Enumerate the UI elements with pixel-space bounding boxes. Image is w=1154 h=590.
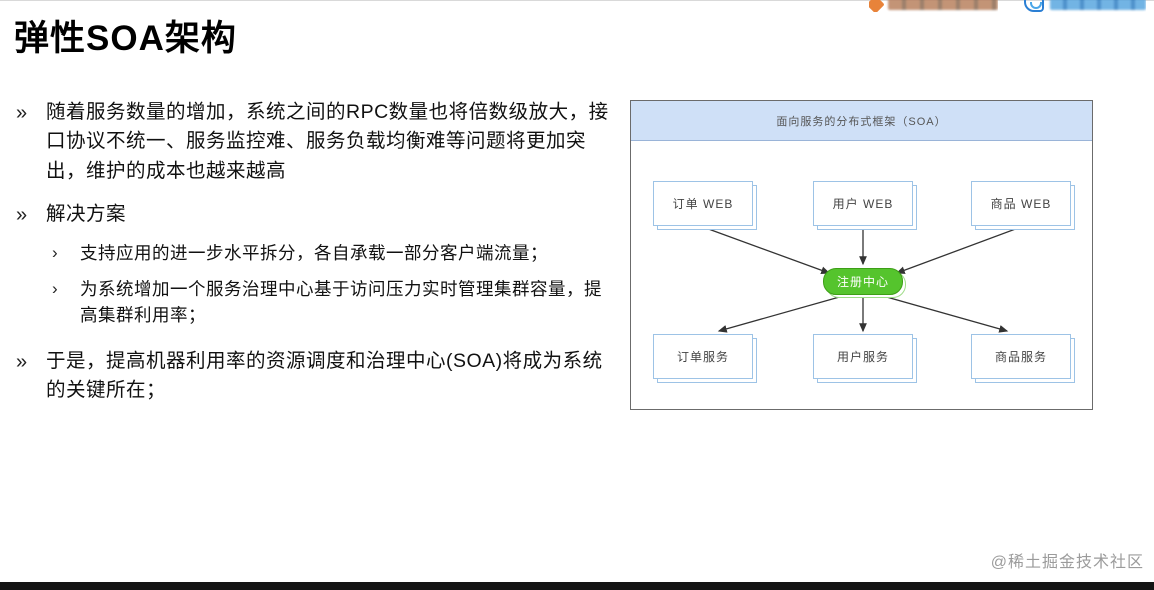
node-product-service: 商品服务: [971, 334, 1071, 379]
bullet-item: » 解决方案: [16, 200, 616, 230]
node-user-service: 用户服务: [813, 334, 913, 379]
slide-top-edge: [0, 0, 1154, 1]
bullet-list: » 随着服务数量的增加，系统之间的RPC数量也将倍数级放大，接口协议不统一、服务…: [16, 98, 616, 419]
juejin-logo-text: [1050, 0, 1146, 10]
bullet-text: 为系统增加一个服务治理中心基于访问压力实时管理集群容量，提高集群利用率；: [80, 279, 602, 326]
bullet-text: 随着服务数量的增加，系统之间的RPC数量也将倍数级放大，接口协议不统一、服务监控…: [46, 101, 609, 182]
partner-logo: [869, 0, 998, 12]
bullet-marker: »: [16, 203, 28, 226]
watermark: @稀土掘金技术社区: [990, 554, 1144, 571]
bullet-marker: »: [16, 102, 28, 124]
bullet-text: 于是，提高机器利用率的资源调度和治理中心(SOA)将成为系统的关键所在；: [46, 349, 603, 401]
bullet-item: » 随着服务数量的增加，系统之间的RPC数量也将倍数级放大，接口协议不统一、服务…: [16, 98, 616, 186]
node-order-web: 订单 WEB: [653, 181, 753, 226]
partner-logo-icon: [869, 0, 885, 12]
bullet-text: 解决方案: [46, 202, 127, 225]
bullet-subitem: › 为系统增加一个服务治理中心基于访问压力实时管理集群容量，提高集群利用率；: [46, 276, 616, 329]
node-product-web: 商品 WEB: [971, 181, 1071, 226]
soa-architecture-diagram: 面向服务的分布式框架（SOA） 订单 WEB 用户 WEB 商品 WEB 注册中…: [630, 100, 1093, 410]
bullet-marker: »: [16, 350, 28, 373]
juejin-logo: [1024, 0, 1146, 12]
bottom-bar: [0, 582, 1154, 590]
bullet-item: » 于是，提高机器利用率的资源调度和治理中心(SOA)将成为系统的关键所在；: [16, 347, 616, 406]
bullet-text: 支持应用的进一步水平拆分，各自承载一部分客户端流量；: [80, 242, 548, 263]
diagram-title: 面向服务的分布式框架（SOA）: [631, 101, 1092, 141]
bullet-marker: ›: [52, 242, 58, 262]
juejin-logo-icon: [1024, 0, 1044, 12]
bullet-marker: ›: [52, 279, 58, 298]
partner-logo-text: [888, 0, 998, 10]
node-registry-center: 注册中心: [823, 268, 903, 295]
node-user-web: 用户 WEB: [813, 181, 913, 226]
node-order-service: 订单服务: [653, 334, 753, 379]
page-title: 弹性SOA架构: [14, 19, 237, 58]
header-logos: [869, 0, 1146, 12]
bullet-subitem: › 支持应用的进一步水平拆分，各自承载一部分客户端流量；: [46, 240, 616, 266]
